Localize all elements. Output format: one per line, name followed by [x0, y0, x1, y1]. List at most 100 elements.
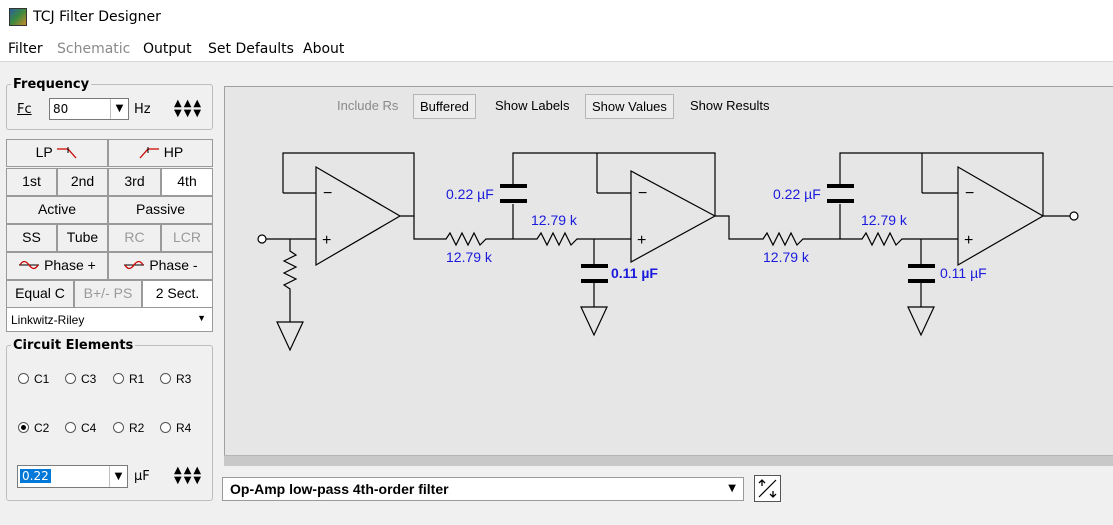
fc-unit: Hz: [134, 102, 151, 117]
radio-r4[interactable]: R4: [160, 421, 191, 435]
feedback-2: [596, 153, 631, 194]
resistor-r4: [840, 231, 958, 247]
radio-dot: [113, 422, 124, 433]
tube-button[interactable]: Tube: [57, 224, 108, 252]
circuit-elements-legend-text: Circuit Elements: [13, 338, 134, 353]
radio-dot: [18, 422, 29, 433]
fc-spin-icon[interactable]: ▲▲▲▼▼▼: [174, 98, 204, 119]
phase-plus-label: Phase +: [44, 257, 96, 273]
alignment-select[interactable]: Linkwitz-Riley ▼: [6, 307, 213, 332]
hp-button[interactable]: HP: [108, 139, 213, 167]
r3-value-label: 12.79 k: [763, 249, 810, 265]
show-results-toggle[interactable]: Show Results: [690, 98, 770, 113]
resistor-r2: [513, 231, 631, 247]
radio-dot: [65, 373, 76, 384]
window-title: TCJ Filter Designer: [33, 9, 161, 25]
opamp-2-minus: −: [638, 185, 647, 202]
circuit-elements-legend: Circuit Elements: [11, 338, 135, 353]
radio-r3-label: R3: [176, 372, 192, 386]
show-values-toggle[interactable]: Show Values: [585, 94, 674, 119]
order-1st-button[interactable]: 1st: [6, 168, 57, 196]
order-2nd-button[interactable]: 2nd: [57, 168, 108, 196]
phase-plus-button[interactable]: Phase +: [6, 252, 108, 280]
canvas-scroll-strip: [224, 455, 1113, 466]
opamp-2-plus: +: [637, 232, 646, 249]
r1-value-label: 12.79 k: [446, 249, 493, 265]
radio-r1[interactable]: R1: [113, 372, 144, 386]
schematic-canvas: [224, 86, 1113, 466]
lcr-button[interactable]: LCR: [161, 224, 213, 252]
radio-c3-label: C3: [81, 372, 97, 386]
lp-button[interactable]: LP: [6, 139, 108, 167]
radio-c4[interactable]: C4: [65, 421, 96, 435]
radio-c3[interactable]: C3: [65, 372, 96, 386]
radio-r4-label: R4: [176, 421, 192, 435]
circuit-select-value: Op-Amp low-pass 4th-order filter: [230, 481, 449, 497]
menu-about[interactable]: About: [303, 41, 345, 57]
radio-c2[interactable]: C2: [18, 421, 49, 435]
opamp-1-minus: −: [323, 185, 332, 202]
menu-filter[interactable]: Filter: [8, 41, 43, 57]
radio-dot: [160, 373, 171, 384]
output-terminal: [1069, 211, 1079, 221]
active-button[interactable]: Active: [6, 196, 108, 224]
order-4th-button[interactable]: 4th: [161, 168, 213, 196]
radio-r1-label: R1: [129, 372, 145, 386]
rc-button[interactable]: RC: [108, 224, 161, 252]
lp-label: LP: [35, 144, 53, 160]
c3-wire: [839, 152, 1044, 239]
radio-r3[interactable]: R3: [160, 372, 191, 386]
bpm-ps-button[interactable]: B+/- PS: [74, 280, 142, 308]
hp-label: HP: [163, 144, 184, 160]
element-unit: µF: [134, 469, 150, 484]
resistor-r3: [715, 215, 840, 247]
radio-dot: [65, 422, 76, 433]
feedback-1: [282, 152, 415, 217]
passive-button[interactable]: Passive: [108, 196, 213, 224]
r2-value-label: 12.79 k: [531, 212, 578, 228]
c4-value-label: 0.11 µF: [940, 265, 987, 281]
alignment-value: Linkwitz-Riley: [11, 313, 85, 327]
flip-button[interactable]: [754, 475, 781, 502]
two-sect-button[interactable]: 2 Sect.: [142, 280, 213, 308]
opamp-3-plus: +: [964, 232, 973, 249]
circuit-select[interactable]: Op-Amp low-pass 4th-order filter ▼: [222, 477, 744, 501]
title-bar: TCJ Filter Designer: [0, 0, 1113, 36]
radio-c1[interactable]: C1: [18, 372, 49, 386]
chevron-down-icon[interactable]: ▼: [110, 99, 128, 119]
ground-3: [907, 306, 935, 337]
ground-1: [276, 321, 304, 352]
phase-minus-button[interactable]: Phase -: [108, 252, 213, 280]
resistor-r1: [413, 216, 513, 247]
element-spin-icon[interactable]: ▲▲▲▼▼▼: [174, 465, 204, 486]
phase-wave-icon: [124, 260, 145, 270]
opamp-1-plus: +: [322, 232, 331, 249]
frequency-legend: Frequency: [13, 77, 90, 92]
opamp-2: [630, 169, 717, 264]
menu-set-defaults[interactable]: Set Defaults: [208, 41, 294, 57]
phase-minus-label: Phase -: [149, 257, 198, 273]
order-3rd-button[interactable]: 3rd: [108, 168, 161, 196]
c1-value-label: 0.22 µF: [446, 186, 494, 202]
show-labels-toggle[interactable]: Show Labels: [495, 98, 570, 113]
fc-label-text: Fc: [17, 102, 32, 117]
radio-dot: [160, 422, 171, 433]
radio-r2[interactable]: R2: [113, 421, 144, 435]
r4-value-label: 12.79 k: [861, 212, 908, 228]
c2-value-label: 0.11 µF: [611, 265, 658, 281]
feedback-3: [921, 153, 958, 194]
lowpass-icon: [57, 147, 77, 159]
buffered-toggle[interactable]: Buffered: [413, 94, 476, 119]
menu-schematic[interactable]: Schematic: [57, 41, 131, 57]
opamp-1: [315, 165, 402, 267]
chevron-down-icon[interactable]: ▼: [109, 466, 127, 487]
menu-output[interactable]: Output: [143, 41, 192, 57]
include-rs-toggle[interactable]: Include Rs: [337, 98, 399, 113]
ss-button[interactable]: SS: [6, 224, 57, 252]
fc-combo[interactable]: 80 ▼: [49, 98, 129, 120]
radio-c4-label: C4: [81, 421, 97, 435]
chevron-down-icon: ▼: [197, 313, 206, 323]
fc-label: Fc: [17, 102, 32, 117]
element-value-combo[interactable]: 0.22 ▼: [17, 465, 128, 488]
